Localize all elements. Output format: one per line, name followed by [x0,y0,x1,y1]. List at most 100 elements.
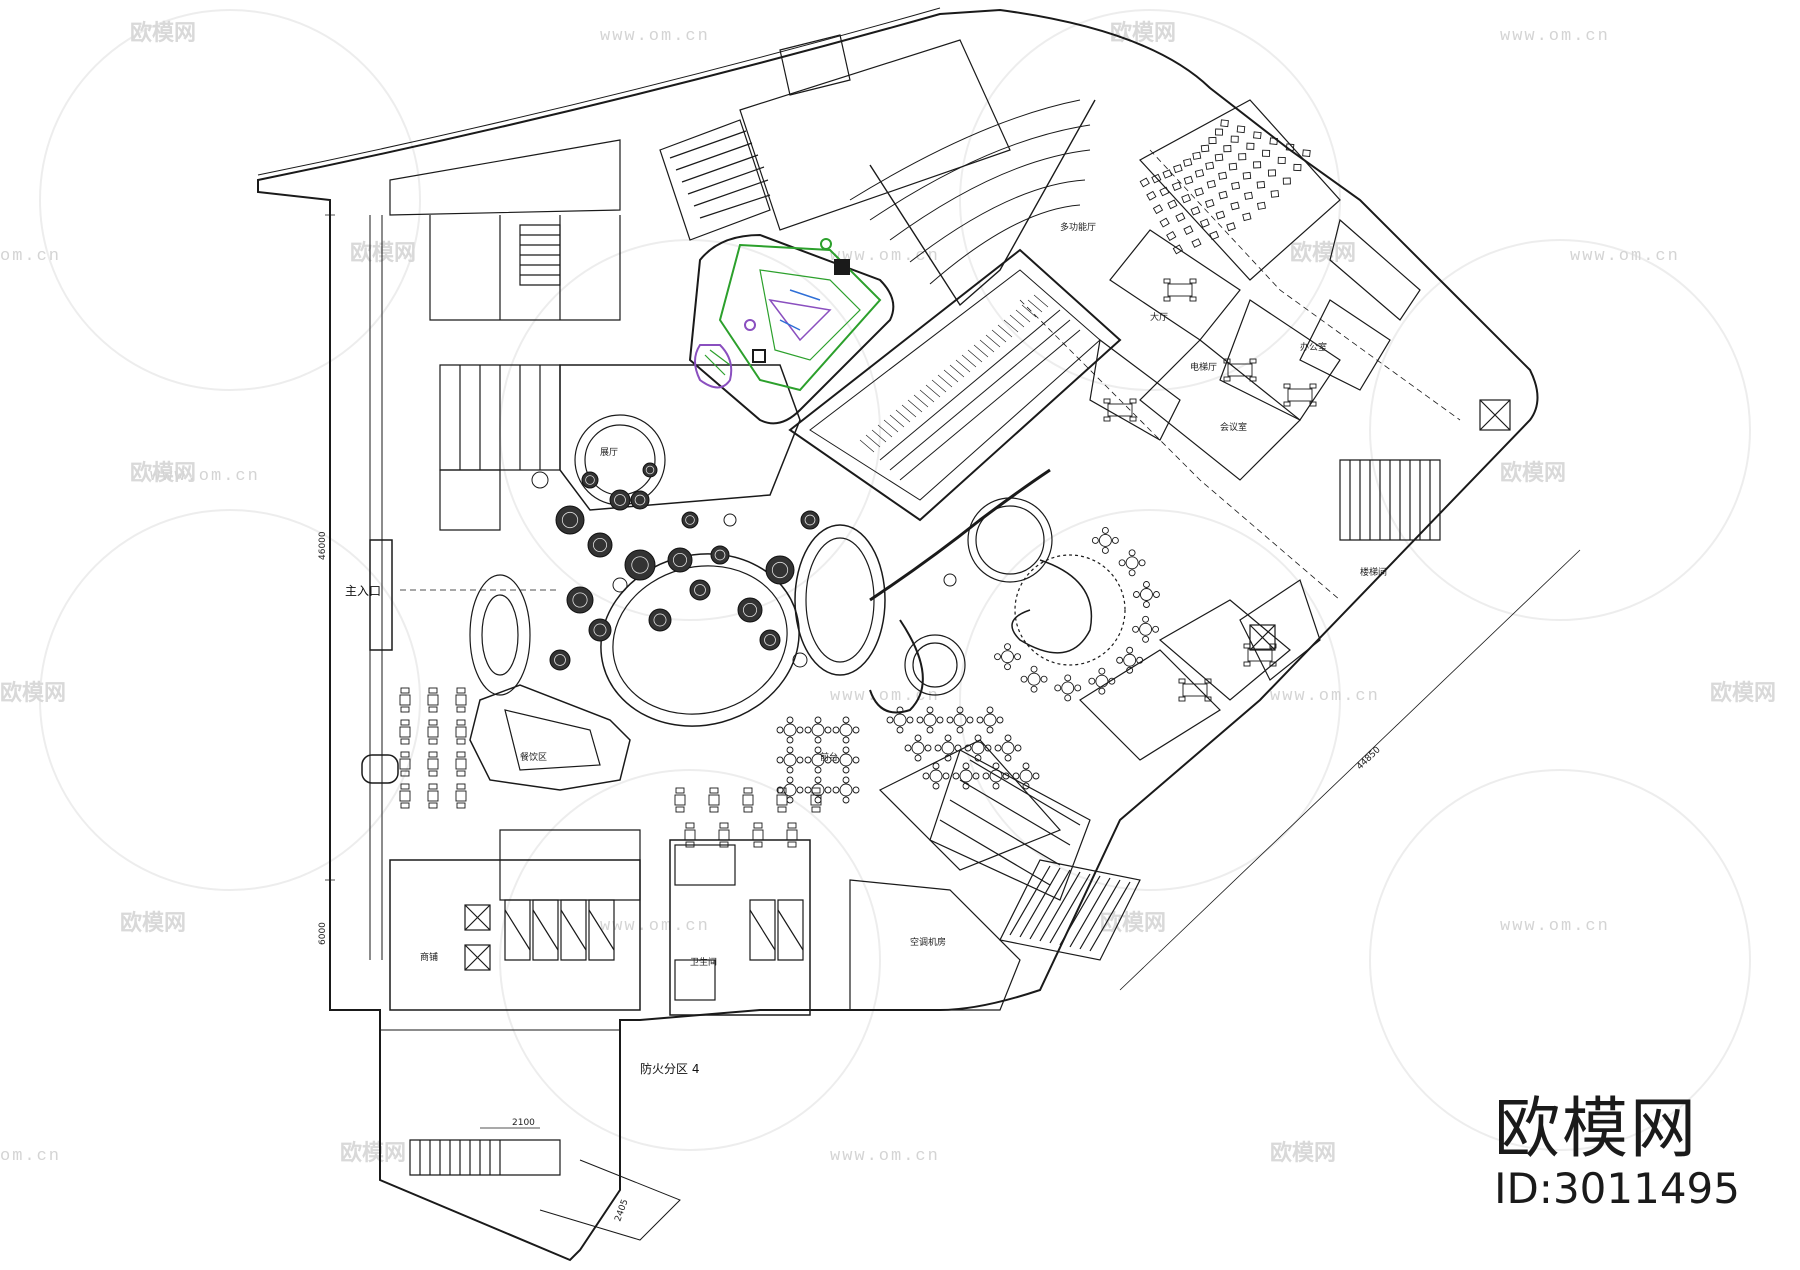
meeting-table [1178,678,1212,702]
room-label-5: 前台 [820,751,838,763]
auditorium-seat [1172,244,1184,255]
watermark-brand: 欧模网 [340,1140,406,1166]
watermark-brand: 欧模网 [130,20,196,46]
tree [737,597,763,623]
tree [689,579,711,601]
table-set [742,787,754,813]
watermark-brand: 欧模网 [120,910,186,936]
table-set [455,783,467,809]
table-set [786,822,798,848]
landscape-trees [531,462,957,671]
room-label-1: 办公室 [1300,341,1327,353]
round-table-set [934,734,962,762]
brand-block: 欧模网 ID:3011495 [1494,1096,1740,1210]
round-table-set [964,734,992,762]
round-table-set [832,746,860,774]
auditorium-seat [1253,131,1262,140]
auditorium-seat [1159,186,1170,197]
dim-left: 46000 [318,531,328,560]
round-table-set [916,706,944,734]
tree [642,462,658,478]
table-set [399,751,411,777]
watermark-brand: 欧模网 [1500,460,1566,486]
brand-id: ID:3011495 [1494,1164,1740,1213]
auditorium-seat [1218,190,1228,200]
room-label-hvac: 空调机房 [910,936,946,948]
auditorium-seat [1146,190,1157,201]
auditorium-seat [1166,231,1177,241]
auditorium-seat [1167,199,1178,210]
tree [765,555,795,585]
auditorium-seat [1151,173,1162,184]
round-table-set [1132,581,1160,608]
auditorium-seat [1231,181,1241,190]
tree [648,608,672,632]
kids-play-structure [694,238,882,392]
watermark-url: www.om.cn [830,687,940,706]
meeting-table [1163,278,1197,302]
escalator-tread [865,434,881,448]
escalator-tread [967,349,983,363]
round-table-set [1054,674,1082,702]
watermark-url: www.om.cn [600,27,710,46]
plan-outline [257,7,1581,1262]
tree [549,649,571,671]
auditorium-seat [1277,156,1286,164]
auditorium-seat [1159,217,1170,228]
fire-zone-label: 防火分区 4 [640,1061,699,1076]
watermark-url: www.om.cn [1500,27,1610,46]
escalator-tread [949,364,965,378]
escalator-tread [955,359,971,373]
brand-name: 欧模网 [1494,1090,1699,1167]
auditorium-seat [1191,238,1202,248]
auditorium-seat [1206,179,1217,189]
round-table-set [1020,665,1048,693]
auditorium-seat [1152,204,1164,215]
room-label-2: 会议室 [1220,421,1247,433]
auditorium-seat [1246,142,1255,150]
round-table-set [804,716,832,744]
auditorium-seat [1205,161,1215,170]
table-set [427,783,439,809]
watermark-brand: 欧模网 [1110,20,1176,46]
auditorium-seat [1175,212,1186,223]
auditorium-seat [1302,149,1311,158]
round-table-set [1088,667,1116,695]
auditorium-seat [1230,201,1240,211]
escalator-tread [937,374,953,388]
watermark-brand: 欧模网 [130,460,196,486]
table-set [752,822,764,848]
meeting-table [1283,383,1317,407]
auditorium-seat [1223,145,1232,153]
round-table-set [804,776,832,804]
tree [555,505,585,535]
auditorium-seat [1183,225,1194,235]
escalator-tread [877,424,893,438]
auditorium-seat [1242,171,1252,180]
tree [710,545,730,565]
escalator-tread [883,419,899,433]
table-set [455,751,467,777]
auditorium-seat [1199,218,1210,228]
watermark-url: www.om.cn [150,467,260,486]
tree [630,490,650,510]
tree [800,510,820,530]
meeting-table [1243,643,1277,667]
auditorium-seat [1183,175,1194,185]
dim-bottom: 2100 [512,1118,535,1128]
round-table-set [1118,549,1146,577]
tree [667,547,693,573]
round-table-set [994,643,1021,671]
watermark-url: www.om.cn [1270,687,1380,706]
auditorium-seat [1261,149,1271,157]
escalator-tread [961,354,977,368]
auditorium-seat [1244,191,1254,200]
tree [581,471,599,489]
round-table-set [982,762,1010,790]
round-table-set [1132,615,1160,643]
escalator-tread [1003,319,1019,333]
auditorium-seat [1228,162,1238,171]
table-set [708,787,720,813]
escalator-tread [925,384,941,398]
